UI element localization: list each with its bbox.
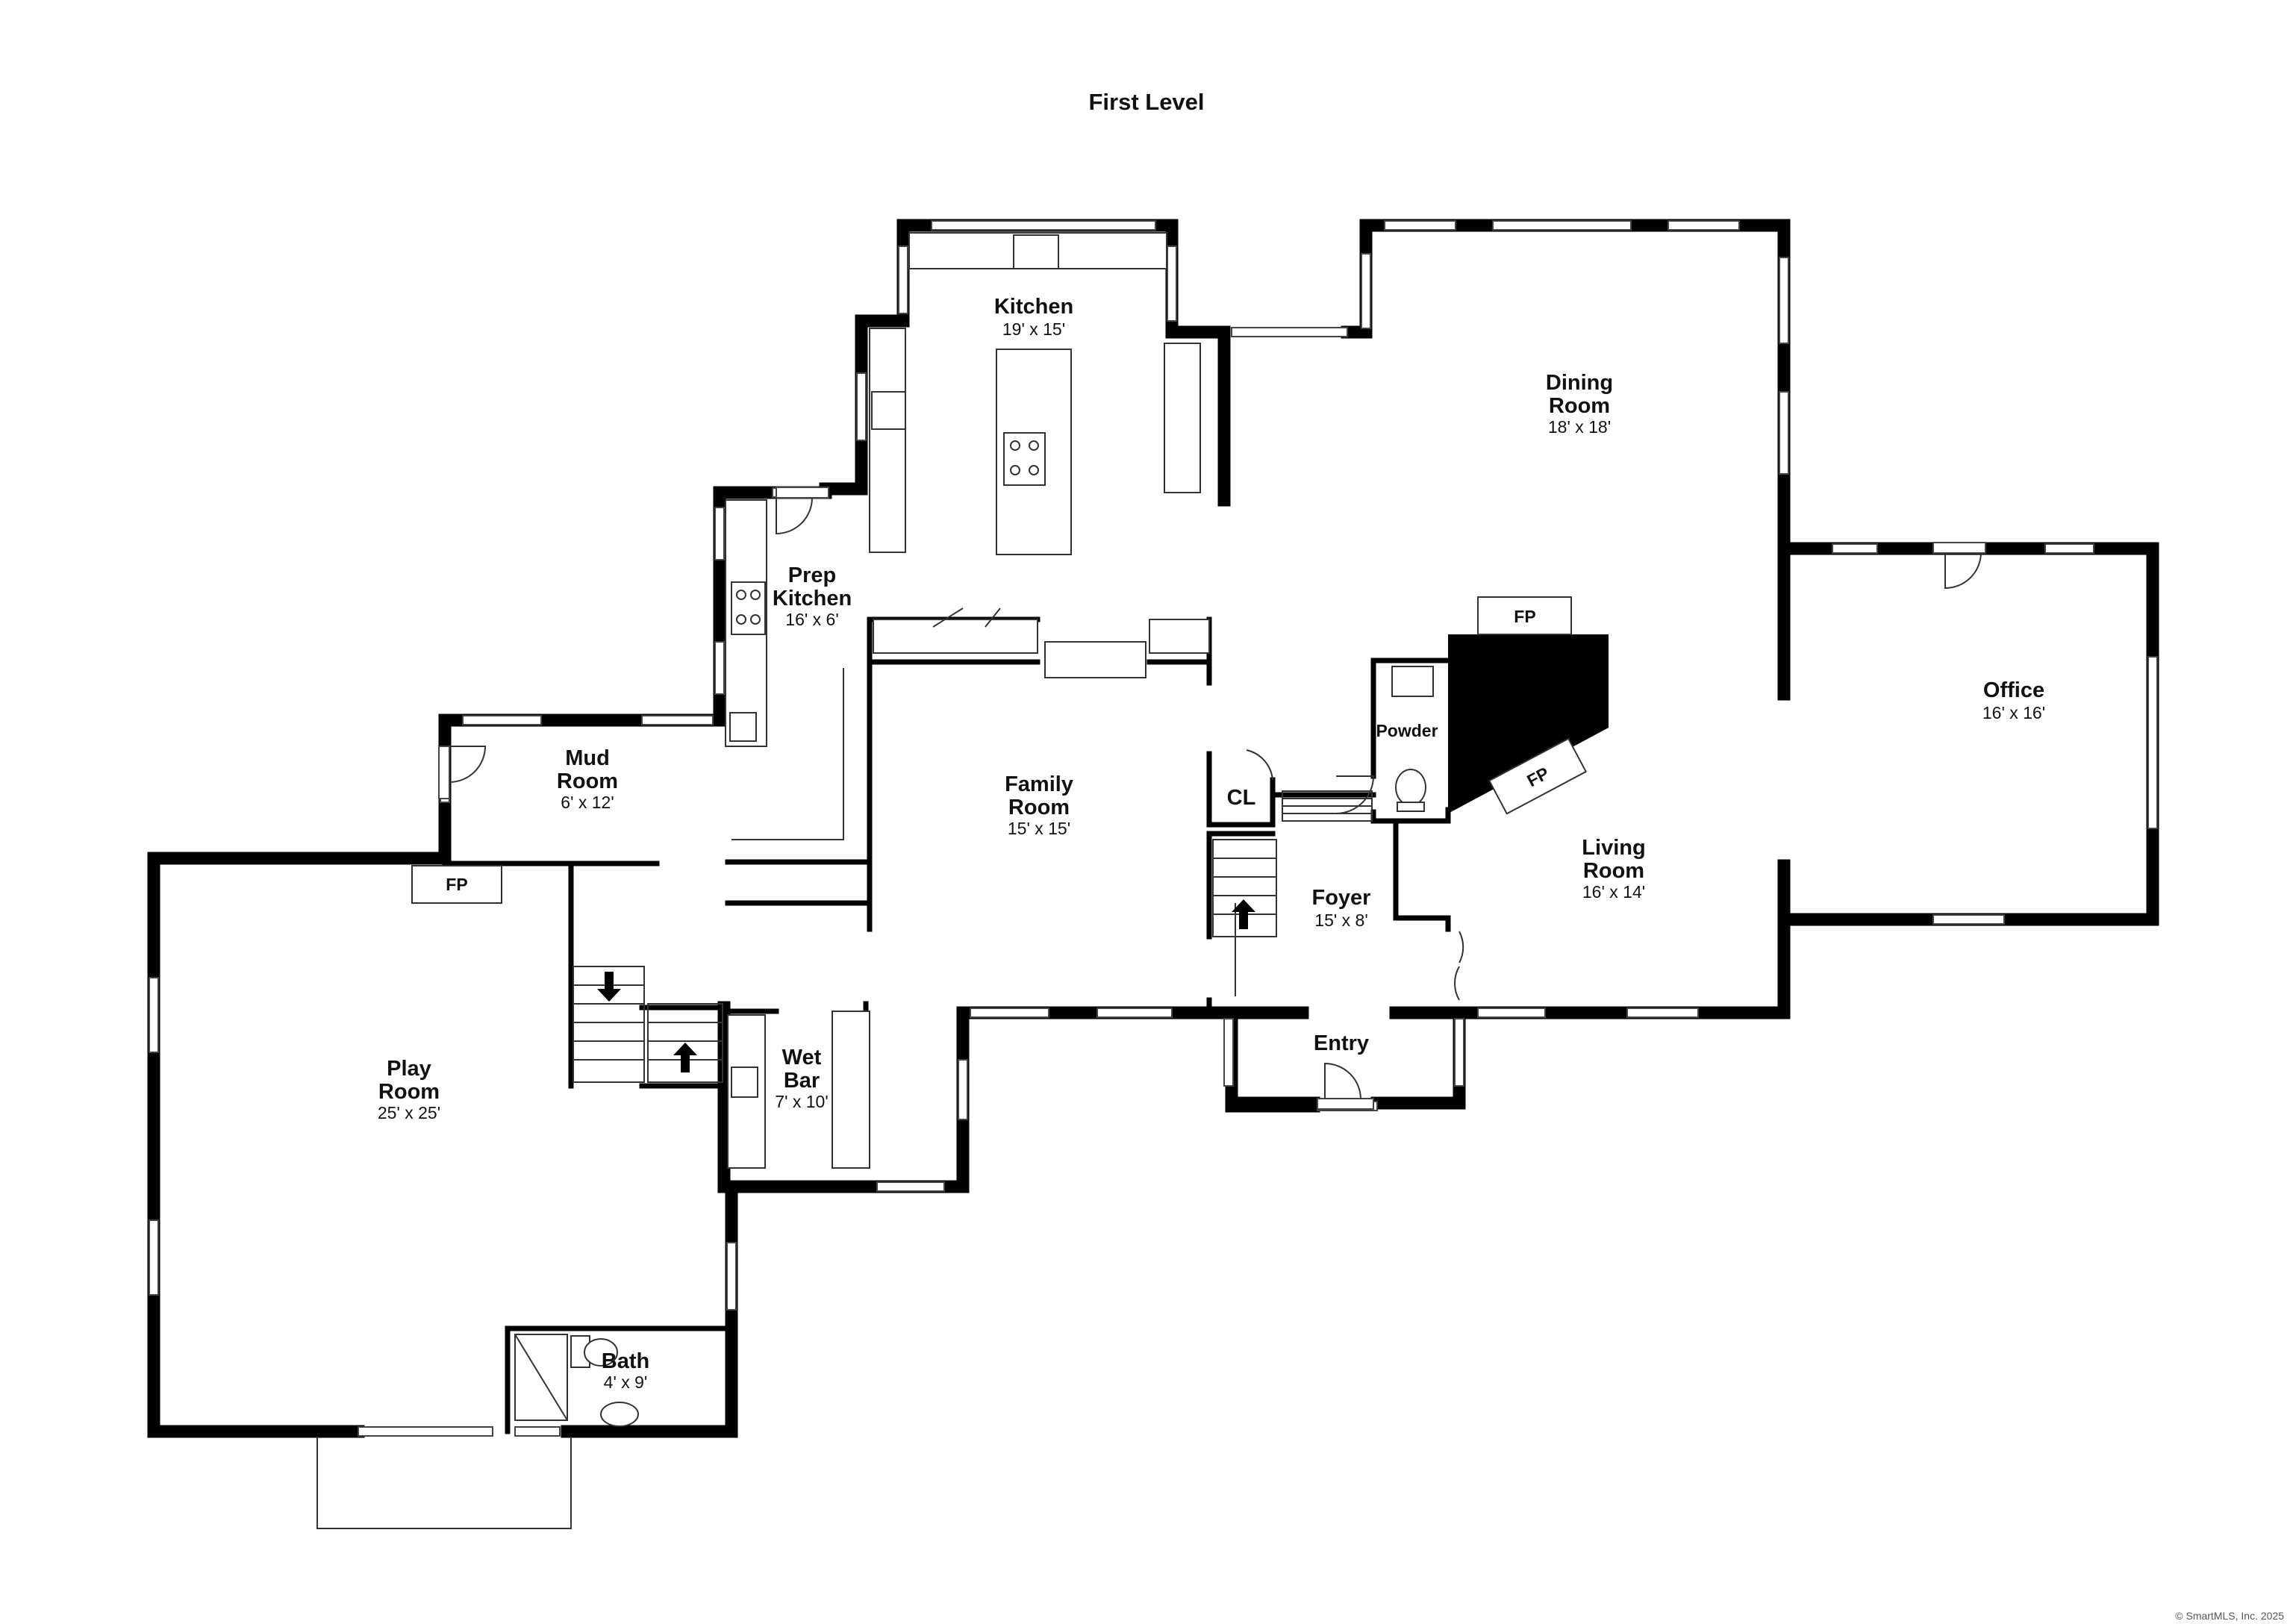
wetbar-sink-icon <box>731 1066 758 1098</box>
stair-up-arrow-icon <box>673 1043 697 1072</box>
room-foyer: Foyer 15' x 8' <box>1312 886 1371 930</box>
room-dims: 15' x 8' <box>1314 911 1367 930</box>
room-name: Office <box>1983 678 2044 702</box>
doors <box>438 487 1986 1110</box>
fixtures <box>316 232 1434 1529</box>
copyright-credit: © SmartMLS, Inc. 2025 <box>2175 1610 2284 1622</box>
kitchen-sink-icon <box>1013 234 1059 269</box>
room-name: Room <box>378 1080 440 1104</box>
foyer-stair-up-arrow-icon <box>1232 899 1255 929</box>
room-entry: Entry <box>1314 1031 1369 1055</box>
room-family-room: Family Room 15' x 15' <box>1005 772 1073 838</box>
room-dims: 7' x 10' <box>775 1092 828 1111</box>
room-wet-bar: Wet Bar 7' x 10' <box>775 1046 828 1111</box>
room-name: Living <box>1582 836 1645 860</box>
fireplace-play-label: FP <box>446 875 467 894</box>
room-powder: Powder <box>1376 721 1438 740</box>
room-dims: 18' x 18' <box>1548 417 1611 437</box>
stairs <box>573 790 1373 1083</box>
room-name: Family <box>1005 772 1073 796</box>
room-dims: 19' x 15' <box>1002 319 1065 339</box>
exterior-walls <box>147 219 2159 1438</box>
room-name: Room <box>1549 394 1610 418</box>
stair-down-arrow-icon <box>597 972 621 1002</box>
room-dims: 16' x 16' <box>1982 703 2045 722</box>
room-name: Dining <box>1546 371 1613 395</box>
room-name: Room <box>1583 859 1644 883</box>
fireplace-dining-label: FP <box>1514 607 1535 626</box>
room-name: Foyer <box>1312 886 1371 910</box>
room-name: Mud <box>565 746 610 770</box>
interior-walls <box>442 616 1787 1089</box>
room-dims: 15' x 15' <box>1008 819 1070 838</box>
bar-sink-icon <box>729 712 757 742</box>
room-name: Bar <box>784 1069 820 1093</box>
room-dims: 16' x 14' <box>1582 882 1645 902</box>
room-name: Kitchen <box>994 295 1073 319</box>
room-dims: 6' x 12' <box>561 793 614 812</box>
room-name: Entry <box>1314 1031 1369 1055</box>
room-bath: Bath 4' x 9' <box>602 1349 649 1392</box>
room-name: Wet <box>782 1046 822 1069</box>
fireplace-play <box>411 865 502 904</box>
room-dining: Dining Room 18' x 18' <box>1546 371 1613 437</box>
range-icon <box>731 581 766 635</box>
room-mud-room: Mud Room 6' x 12' <box>557 746 618 812</box>
room-name: Room <box>557 769 618 793</box>
room-name: Room <box>1008 796 1070 819</box>
room-kitchen: Kitchen 19' x 15' <box>994 295 1073 339</box>
room-name: Play <box>387 1057 431 1081</box>
room-name: Bath <box>602 1349 649 1373</box>
room-name: Prep <box>788 563 836 587</box>
room-living-room: Living Room 16' x 14' <box>1582 836 1645 902</box>
toilet-icon <box>1395 769 1426 806</box>
fireplace-living: FP <box>1488 737 1588 815</box>
bath-walls <box>505 1325 731 1434</box>
room-play-room: Play Room 25' x 25' <box>378 1057 440 1122</box>
cooktop-icon <box>1003 432 1046 486</box>
bath-sink-icon <box>600 1402 639 1427</box>
fireplace-block <box>1448 634 1609 813</box>
room-prep-kitchen: Prep Kitchen 16' x 6' <box>773 563 852 629</box>
fireplace-dining <box>1477 596 1572 635</box>
room-office: Office 16' x 16' <box>1982 678 2045 722</box>
bath-toilet-icon <box>584 1338 618 1367</box>
room-name: CL <box>1227 786 1256 810</box>
prep-sink-icon <box>871 391 906 430</box>
room-name: Powder <box>1376 721 1438 740</box>
room-dims: 16' x 6' <box>785 610 838 629</box>
room-dims: 25' x 25' <box>378 1103 440 1122</box>
room-name: Kitchen <box>773 587 852 610</box>
powder-sink-icon <box>1391 666 1434 697</box>
room-dims: 4' x 9' <box>604 1372 648 1392</box>
plan-title: First Level <box>1088 89 1204 115</box>
room-closet: CL <box>1227 786 1256 810</box>
